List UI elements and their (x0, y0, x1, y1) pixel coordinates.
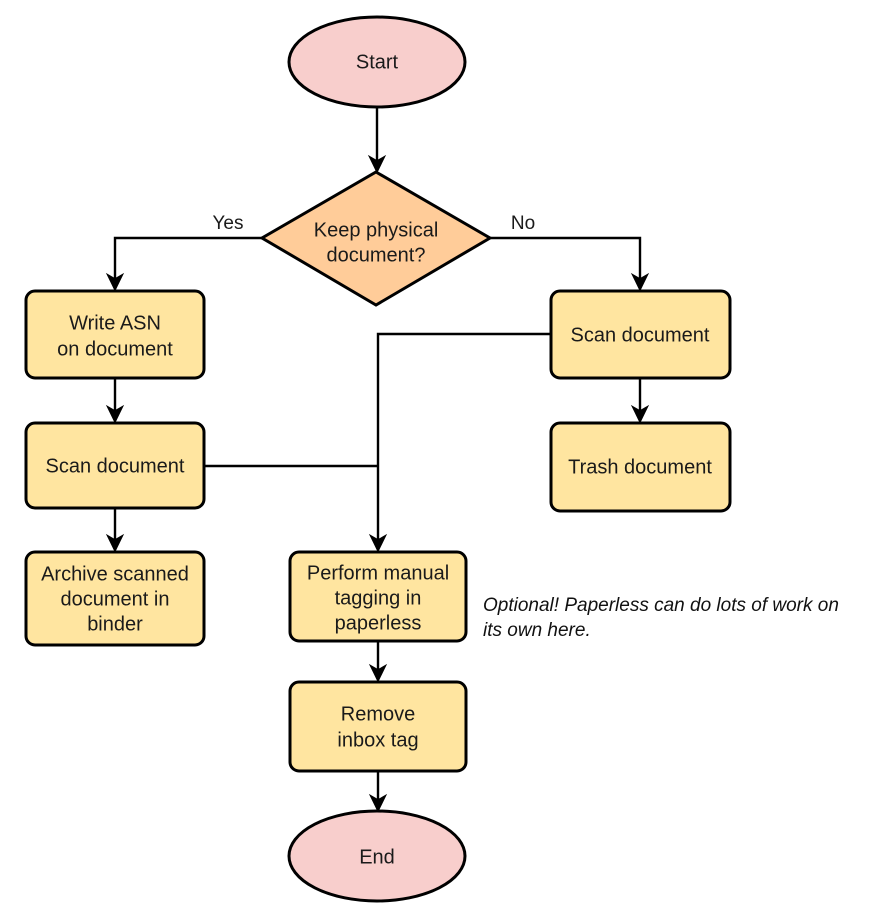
write-asn-label-line-2: on document (57, 338, 173, 360)
tagging-label-line-3: paperless (335, 612, 422, 634)
edge-decision-yes-to-write-asn (105, 236, 262, 292)
node-remove-inbox-tag[interactable]: Remove inbox tag (288, 680, 468, 773)
scan-document-left-box (24, 421, 206, 510)
edge-label-no: No (511, 213, 535, 234)
node-scan-document-right[interactable]: Scan document (549, 289, 732, 380)
end-label: End (359, 846, 395, 868)
scan-document-left-label: Scan document (46, 455, 185, 477)
annotation-note: Optional! Paperless can do lots of work … (483, 595, 839, 641)
node-decision-keep-physical-document[interactable]: Keep physical document? (259, 170, 493, 307)
scan-document-right-label: Scan document (571, 324, 710, 346)
trash-document-box (549, 421, 732, 513)
scan-document-right-box (549, 289, 732, 380)
node-archive-scanned-document[interactable]: Archive scanned document in binder (24, 550, 206, 647)
write-asn-label-line-1: Write ASN (69, 312, 161, 334)
tagging-label-line-2: tagging in (335, 587, 422, 609)
start-ellipse (287, 15, 467, 109)
write-asn-box (24, 289, 206, 380)
annotation-line-2: its own here. (483, 620, 591, 641)
tagging-box (288, 550, 468, 643)
start-label: Start (356, 51, 399, 73)
node-end[interactable]: End (287, 809, 467, 903)
decision-label-line-2: document? (327, 244, 426, 266)
trash-document-label: Trash document (568, 456, 712, 478)
end-ellipse (287, 809, 467, 903)
archive-box (24, 550, 206, 647)
archive-label-line-2: document in (61, 588, 170, 610)
node-start[interactable]: Start (287, 15, 467, 109)
annotation-line-1: Optional! Paperless can do lots of work … (483, 595, 839, 616)
edges-group (105, 103, 650, 813)
node-trash-document[interactable]: Trash document (549, 421, 732, 513)
remove-inbox-label-line-2: inbox tag (337, 729, 418, 751)
archive-label-line-3: binder (87, 613, 143, 635)
remove-inbox-tag-box (288, 680, 468, 773)
archive-label-line-1: Archive scanned (41, 563, 189, 585)
edge-scan-right-to-tagging (368, 332, 551, 553)
tagging-label-line-1: Perform manual (307, 562, 449, 584)
node-scan-document-left[interactable]: Scan document (24, 421, 206, 510)
edge-decision-no-to-scan-right (490, 236, 650, 292)
edge-label-yes: Yes (213, 213, 244, 234)
node-write-asn-on-document[interactable]: Write ASN on document (24, 289, 206, 380)
node-perform-manual-tagging[interactable]: Perform manual tagging in paperless (288, 550, 468, 643)
remove-inbox-label-line-1: Remove (341, 703, 415, 725)
decision-label-line-1: Keep physical (314, 219, 439, 241)
decision-diamond (259, 170, 493, 307)
